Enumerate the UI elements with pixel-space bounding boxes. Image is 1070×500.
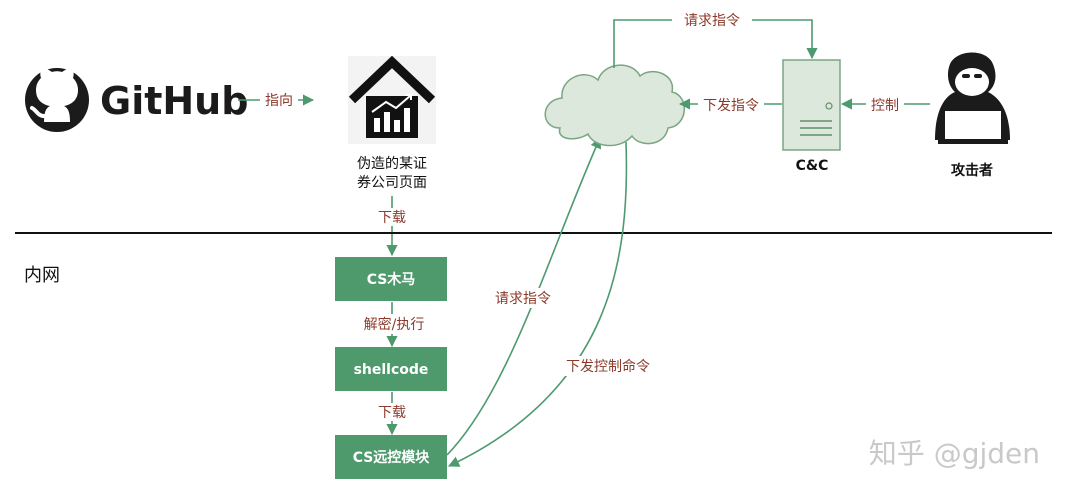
attacker-label: 攻击者 (951, 162, 993, 179)
github-label: GitHub (100, 79, 248, 123)
edge-label-bg (672, 10, 752, 30)
edge-label-bg (488, 288, 558, 308)
github-octocat-icon (25, 68, 89, 132)
edge-label-bg (866, 95, 904, 115)
edge-label-bg (372, 208, 412, 226)
cloud-icon (544, 64, 686, 147)
edge-label-shellcode-to-module: 下载 (378, 405, 406, 421)
edge-label-bg (372, 403, 412, 421)
arrow-module-to-cloud (446, 136, 602, 456)
cs-module-label: CS远控模块 (353, 449, 431, 466)
watermark: 知乎 @gjden (869, 437, 1040, 470)
cs-trojan-box (335, 257, 447, 301)
fake-page-label-line2: 券公司页面 (357, 175, 427, 191)
cs-module-box (335, 435, 447, 479)
house-chart-icon (348, 55, 436, 144)
edge-label-trojan-to-shellcode: 解密/执行 (364, 316, 425, 333)
hacker-icon (935, 52, 1010, 144)
intranet-label: 内网 (24, 265, 60, 286)
edge-label-module-to-cloud: 请求指令 (495, 291, 551, 307)
edge-label-cloud-to-cc: 请求指令 (684, 13, 740, 29)
edge-label-page-to-trojan: 下载 (378, 210, 406, 226)
shellcode-box (335, 347, 447, 391)
edge-label-bg (698, 95, 764, 115)
edge-label-bg (260, 91, 298, 109)
edge-label-cloud-to-module: 下发控制命令 (566, 358, 650, 375)
edge-label-bg (356, 314, 432, 334)
cs-trojan-label: CS木马 (367, 271, 416, 288)
fake-page-label-line1: 伪造的某证 (357, 156, 427, 172)
cc-label: C&C (796, 158, 829, 174)
arrow-cloud-to-module (447, 141, 628, 467)
edge-label-attacker-to-cc: 控制 (871, 98, 899, 114)
server-icon (782, 59, 841, 151)
edge-label-bg (558, 356, 658, 376)
edge-label-cc-to-cloud: 下发指令 (703, 98, 759, 114)
edge-label-github-to-page: 指向 (265, 93, 293, 109)
shellcode-label: shellcode (354, 362, 429, 378)
